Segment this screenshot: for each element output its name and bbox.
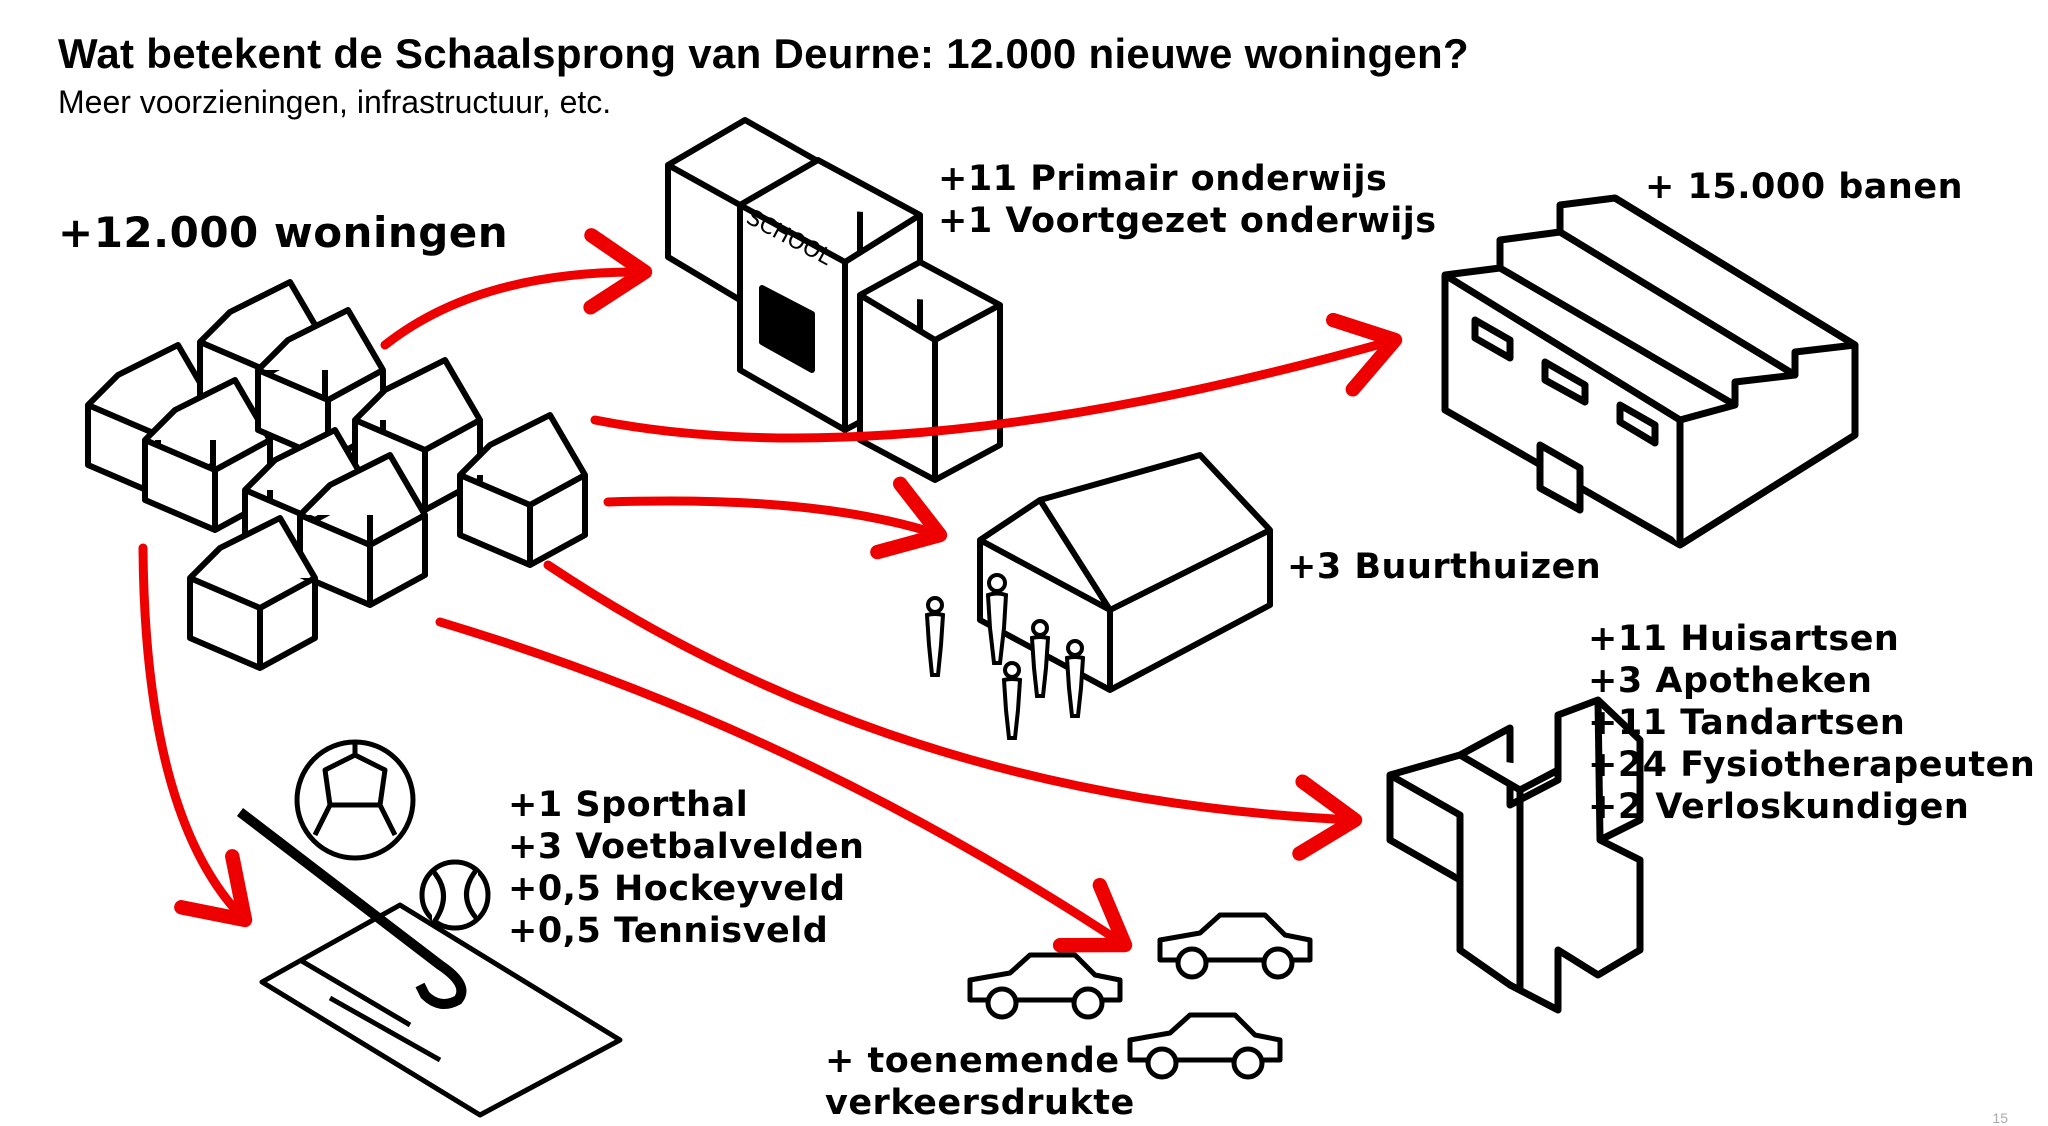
sports-line: +0,5 Hockeyveld xyxy=(508,869,846,909)
sports-line: +1 Sporthal xyxy=(508,785,749,825)
arrow-to-jobs xyxy=(590,312,1403,443)
jobs-label: + 15.000 banen xyxy=(1645,166,1963,208)
arrow-to-traffic xyxy=(435,617,1133,953)
school-line: +11 Primair onderwijs xyxy=(938,159,1388,199)
page-number: 15 xyxy=(1992,1110,2008,1126)
jobs-line: + 15.000 banen xyxy=(1645,167,1964,207)
traffic-line: verkeersdrukte xyxy=(825,1083,1135,1123)
factory-icon xyxy=(1441,194,1859,549)
page-subtitle: Meer voorzieningen, infrastructuur, etc. xyxy=(58,84,612,120)
sports-line: +3 Voetbalvelden xyxy=(508,827,865,867)
health-line: +11 Tandartsen xyxy=(1588,703,1906,743)
arrow-to-health xyxy=(543,560,1363,861)
arrow-to-school xyxy=(380,228,653,350)
community-line: +3 Buurthuizen xyxy=(1287,547,1602,587)
health-line: +24 Fysiotherapeuten xyxy=(1588,745,2036,785)
health-label: +11 Huisartsen +3 Apotheken +11 Tandarts… xyxy=(1588,618,2035,828)
sports-label: +1 Sporthal +3 Voetbalvelden +0,5 Hockey… xyxy=(508,784,864,952)
sports-line: +0,5 Tennisveld xyxy=(508,911,829,951)
sports-icon xyxy=(236,739,623,1118)
school-line: +1 Voortgezet onderwijs xyxy=(938,201,1437,241)
arrow-to-sports xyxy=(138,543,253,928)
source-label: +12.000 woningen xyxy=(58,208,509,257)
arrow-to-community xyxy=(603,476,948,560)
community-center-icon xyxy=(977,452,1273,693)
traffic-label: + toenemende verkeersdrukte xyxy=(825,1040,1135,1124)
cars-icon xyxy=(967,912,1313,1080)
health-line: +11 Huisartsen xyxy=(1588,619,1900,659)
houses-icon xyxy=(85,279,588,671)
health-line: +2 Verloskundigen xyxy=(1588,787,1970,827)
health-line: +3 Apotheken xyxy=(1588,661,1873,701)
school-label: +11 Primair onderwijs +1 Voortgezet onde… xyxy=(938,158,1437,242)
community-label: +3 Buurthuizen xyxy=(1287,546,1601,588)
medical-cross-icon xyxy=(1386,696,1644,1014)
page-title: Wat betekent de Schaalsprong van Deurne:… xyxy=(58,30,1469,77)
people-icon xyxy=(924,573,1086,740)
traffic-line: + toenemende xyxy=(825,1041,1120,1081)
